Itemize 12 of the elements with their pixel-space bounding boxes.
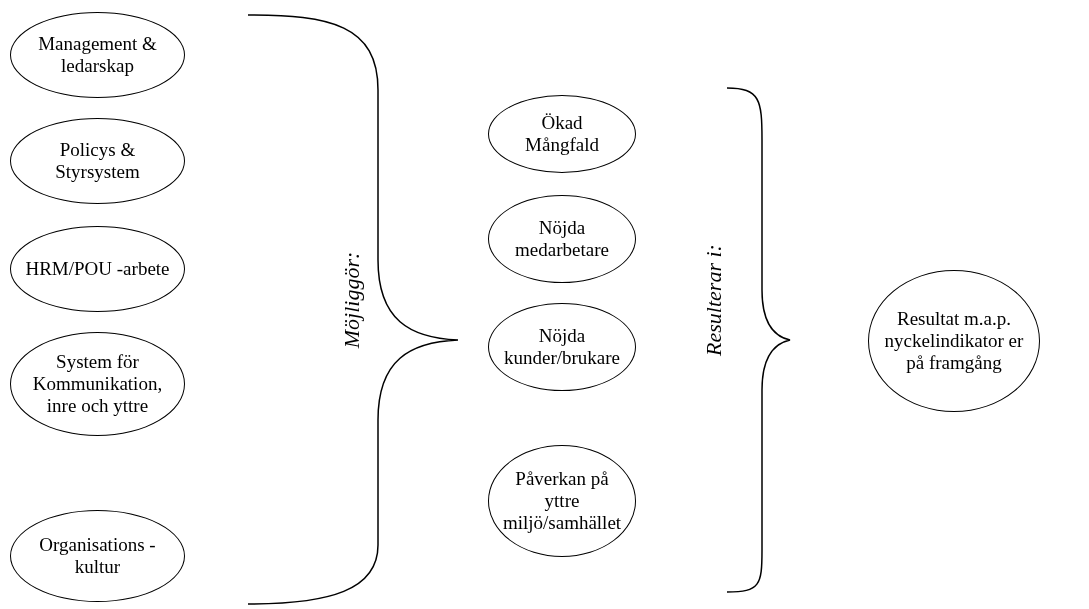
node-text: Organisations -kultur xyxy=(38,534,157,578)
node-text: Policys & Styrsystem xyxy=(54,139,141,183)
node-text: Resultat m.a.p. nyckelindikator er på framgång xyxy=(883,308,1025,374)
node-text: HRM/POU -arbete xyxy=(24,258,171,280)
node-text: Nöjda kunder/brukare xyxy=(502,325,622,369)
rotated-label: Möjliggör: xyxy=(338,251,365,349)
rotated-label: Resulterar i: xyxy=(700,244,727,356)
node-text: Ökad Mångfald xyxy=(524,112,600,156)
node-text: Management & ledarskap xyxy=(37,33,158,77)
node-text: System för Kommunikation, inre och yttre xyxy=(31,351,164,417)
node-text: Påverkan på yttre miljö/samhället xyxy=(501,468,623,534)
node-text: Nöjda medarbetare xyxy=(514,217,610,261)
